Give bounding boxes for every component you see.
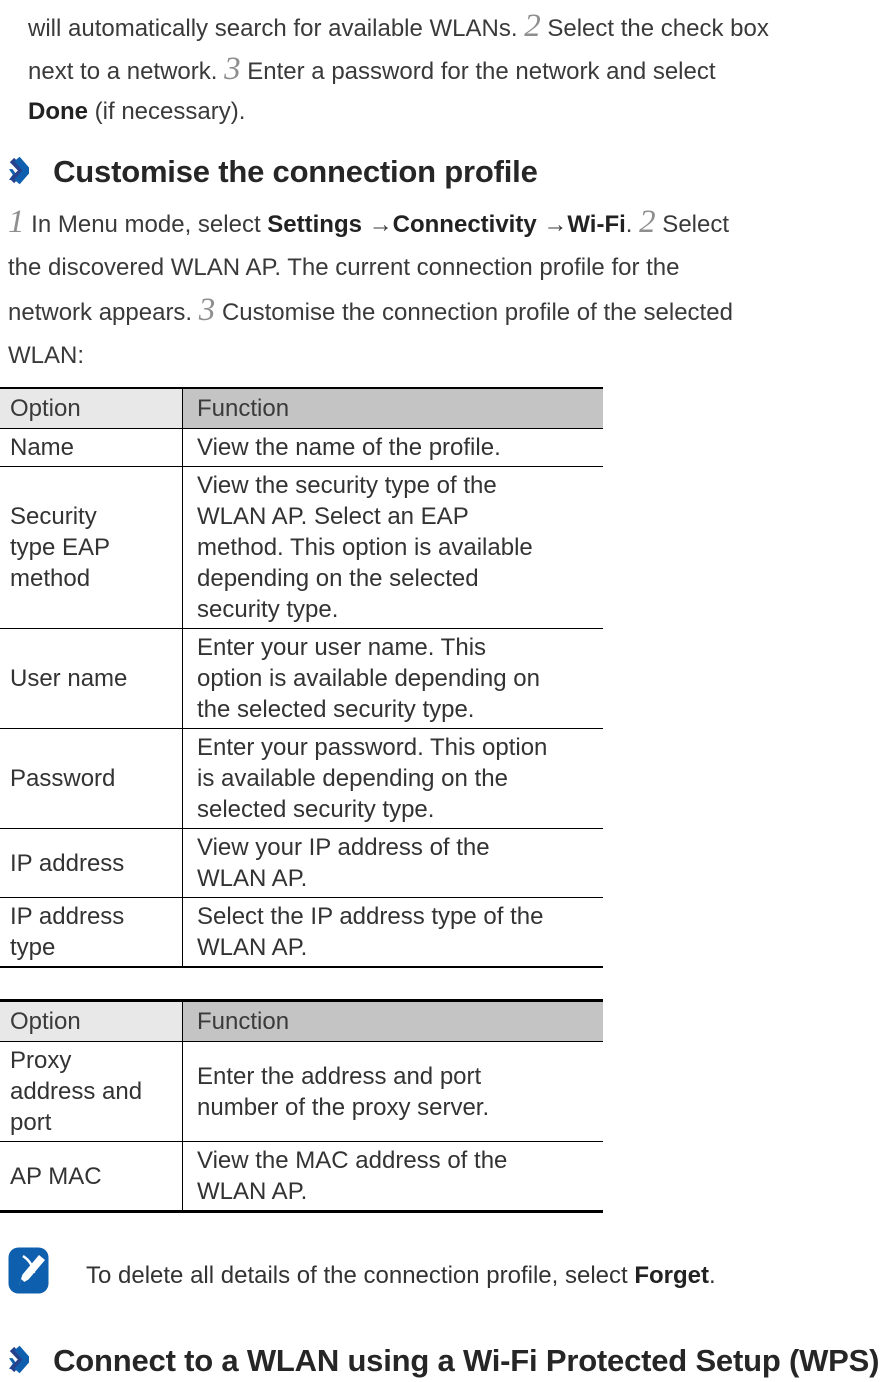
table-header-function: Function	[182, 1000, 603, 1042]
section-bullet: ›	[8, 1346, 18, 1377]
section-heading-wps: › Connect to a WLAN using a Wi-Fi Protec…	[0, 1341, 887, 1382]
table-cell-function: View the name of the profile.	[197, 434, 501, 461]
table-row: Name View the name of the profile.	[0, 428, 603, 467]
section-arrow-icon	[9, 155, 53, 185]
section-heading-customise: › Customise the connection profile	[0, 152, 887, 193]
table-header-option: Option	[0, 388, 183, 429]
table-cell-option: User name	[0, 628, 183, 729]
table-header-function: Function	[182, 388, 603, 429]
table-header-option: Option	[0, 1000, 183, 1042]
section-title: Connect to a WLAN using a Wi-Fi Protecte…	[53, 1343, 880, 1378]
steps-paragraph: 1 In Menu mode, select Settings →Connect…	[8, 204, 733, 369]
table-cell-option: Name	[0, 428, 183, 467]
table-cell-option: Password	[0, 728, 183, 829]
table-cell-option: AP MAC	[0, 1141, 183, 1212]
note-text: To delete all details of the connection …	[86, 1262, 716, 1289]
pencil-note-icon	[8, 1247, 49, 1299]
section-bullet: ›	[8, 157, 18, 188]
table-cell-option: IP address	[0, 828, 183, 898]
section-title: Customise the connection profile	[53, 154, 538, 189]
note-block: To delete all details of the connection …	[0, 1247, 887, 1299]
intro-paragraph: will automatically search for available …	[28, 8, 769, 125]
section-arrow-icon	[9, 1344, 53, 1374]
